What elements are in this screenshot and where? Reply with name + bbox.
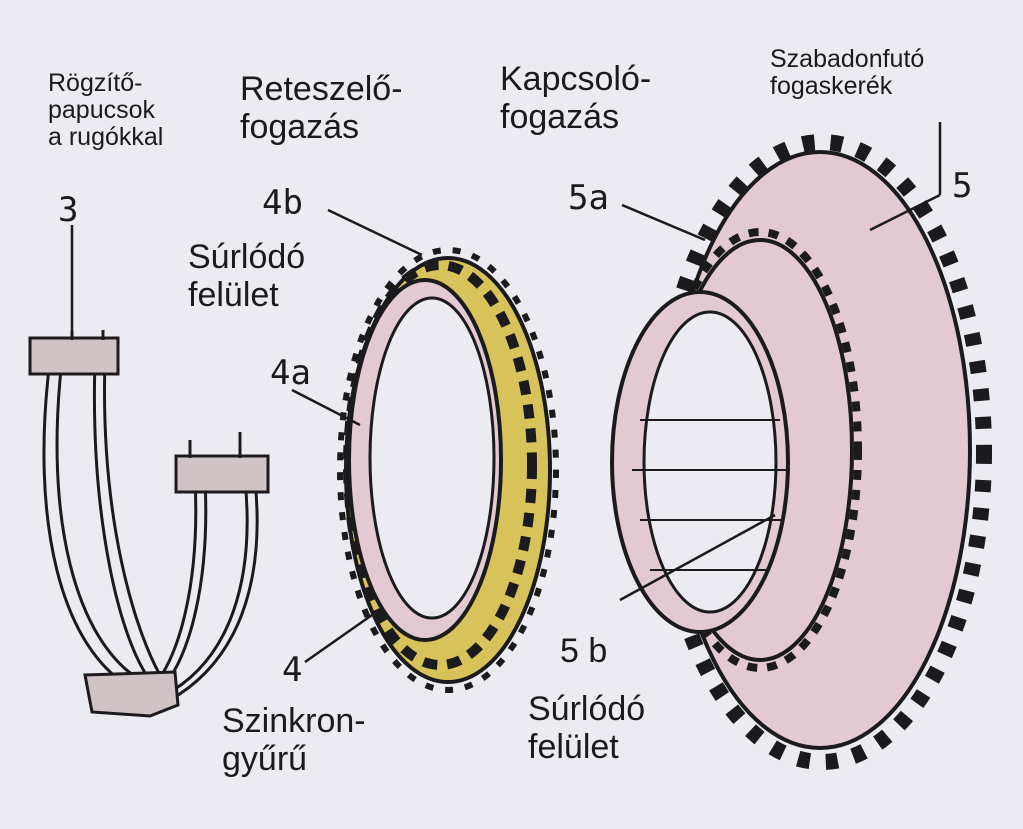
leader-lines: [70, 122, 942, 664]
number-4a: 4a: [270, 353, 311, 393]
label-surlodo-gear: Súrlódó felület: [528, 690, 646, 767]
label-rogzito: Rögzítő- papucsok a rugókkal: [48, 69, 164, 151]
number-5b: 5 b: [560, 632, 608, 670]
number-5a: 5a: [568, 178, 609, 218]
synchro-ring: [337, 247, 559, 693]
label-kapcsolo: Kapcsoló- fogazás: [500, 60, 652, 137]
label-surlodo-ring: Súrlódó felület: [188, 238, 306, 315]
number-5: 5: [952, 166, 973, 206]
number-4: 4: [282, 650, 303, 690]
freewheel-gear: [610, 134, 992, 770]
label-szabadonfuto: Szabadonfutó fogaskerék: [770, 45, 925, 100]
number-3: 3: [58, 190, 79, 230]
spring-clip-with-shoes: [28, 330, 270, 718]
label-reteszelo: Reteszelő- fogazás: [240, 70, 403, 147]
number-4b: 4b: [262, 183, 303, 223]
label-szinkron: Szinkron- gyűrű: [222, 702, 366, 779]
